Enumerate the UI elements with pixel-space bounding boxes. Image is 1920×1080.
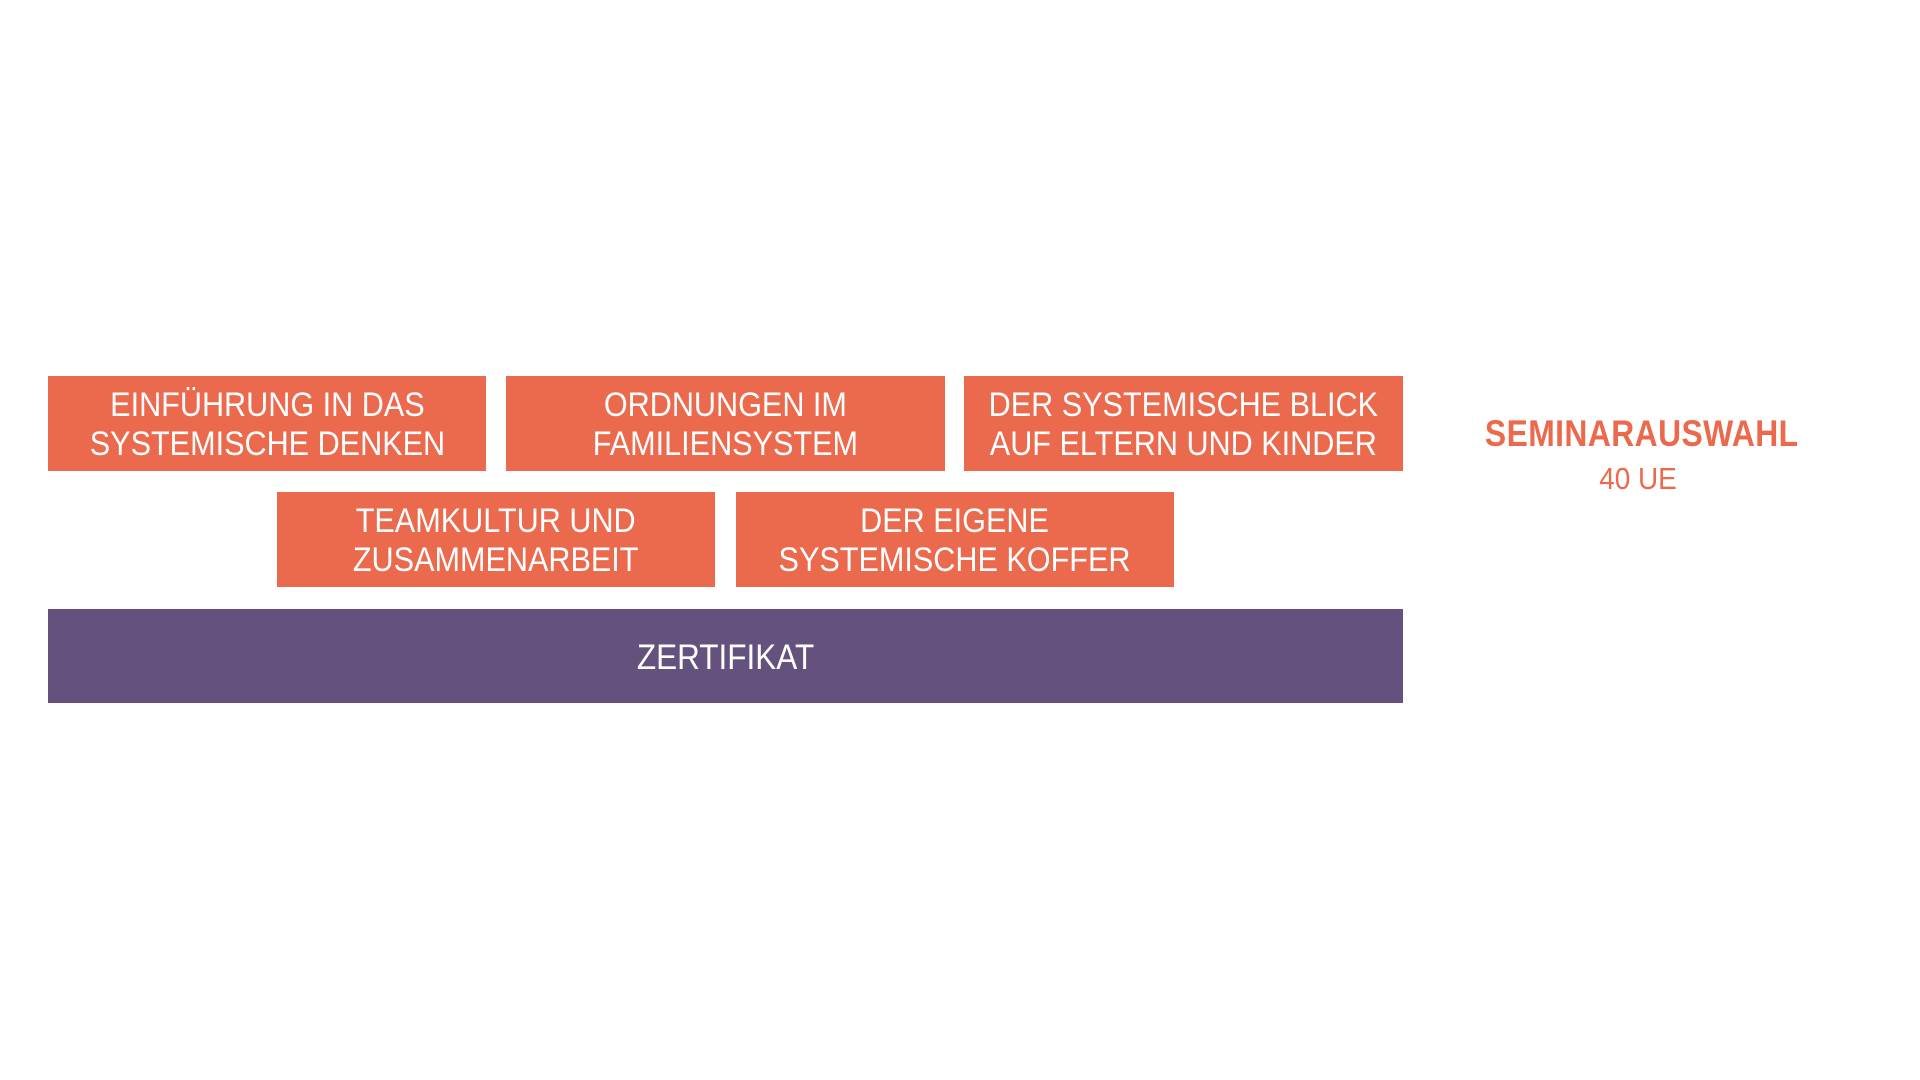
module-label: DER SYSTEMISCHE BLICK AUF ELTERN UND KIN… (989, 383, 1378, 464)
module-label-line1: ORDNUNGEN IM (603, 386, 848, 424)
module-label-line2: SYSTEMISCHE DENKEN (89, 425, 445, 463)
certificate-label: ZERTIFIKAT (637, 635, 814, 677)
certificate-label-text: ZERTIFIKAT (636, 638, 815, 677)
module-label-line2: SYSTEMISCHE KOFFER (779, 541, 1131, 579)
module-label: EINFÜHRUNG IN DAS SYSTEMISCHE DENKEN (89, 383, 444, 464)
module-eigener-systemischer-koffer: DER EIGENE SYSTEMISCHE KOFFER (736, 492, 1174, 587)
module-label: DER EIGENE SYSTEMISCHE KOFFER (779, 499, 1131, 580)
module-label-line2: FAMILIENSYSTEM (592, 425, 859, 463)
module-label: TEAMKULTUR UND ZUSAMMENARBEIT (353, 499, 639, 580)
module-label-line2: AUF ELTERN UND KINDER (989, 425, 1378, 463)
module-label-line1: EINFÜHRUNG IN DAS (109, 386, 425, 424)
module-systemischer-blick-eltern-kinder: DER SYSTEMISCHE BLICK AUF ELTERN UND KIN… (964, 376, 1403, 471)
seminar-selection-units: 40 UE (1599, 461, 1677, 496)
module-einfuehrung-systemisches-denken: EINFÜHRUNG IN DAS SYSTEMISCHE DENKEN (48, 376, 486, 471)
module-label: ORDNUNGEN IM FAMILIENSYSTEM (593, 383, 858, 464)
module-label-line1: TEAMKULTUR UND (356, 502, 636, 540)
module-teamkultur-zusammenarbeit: TEAMKULTUR UND ZUSAMMENARBEIT (277, 492, 715, 587)
module-label-line1: DER SYSTEMISCHE BLICK (988, 386, 1379, 424)
certificate-bar: ZERTIFIKAT (48, 609, 1403, 703)
module-label-line1: DER EIGENE (860, 502, 1050, 540)
module-ordnungen-im-familiensystem: ORDNUNGEN IM FAMILIENSYSTEM (506, 376, 945, 471)
module-label-line2: ZUSAMMENARBEIT (353, 541, 639, 579)
seminar-selection-label: SEMINARAUSWAHL 40 UE (1460, 412, 1816, 499)
seminar-selection-title: SEMINARAUSWAHL (1484, 413, 1799, 454)
